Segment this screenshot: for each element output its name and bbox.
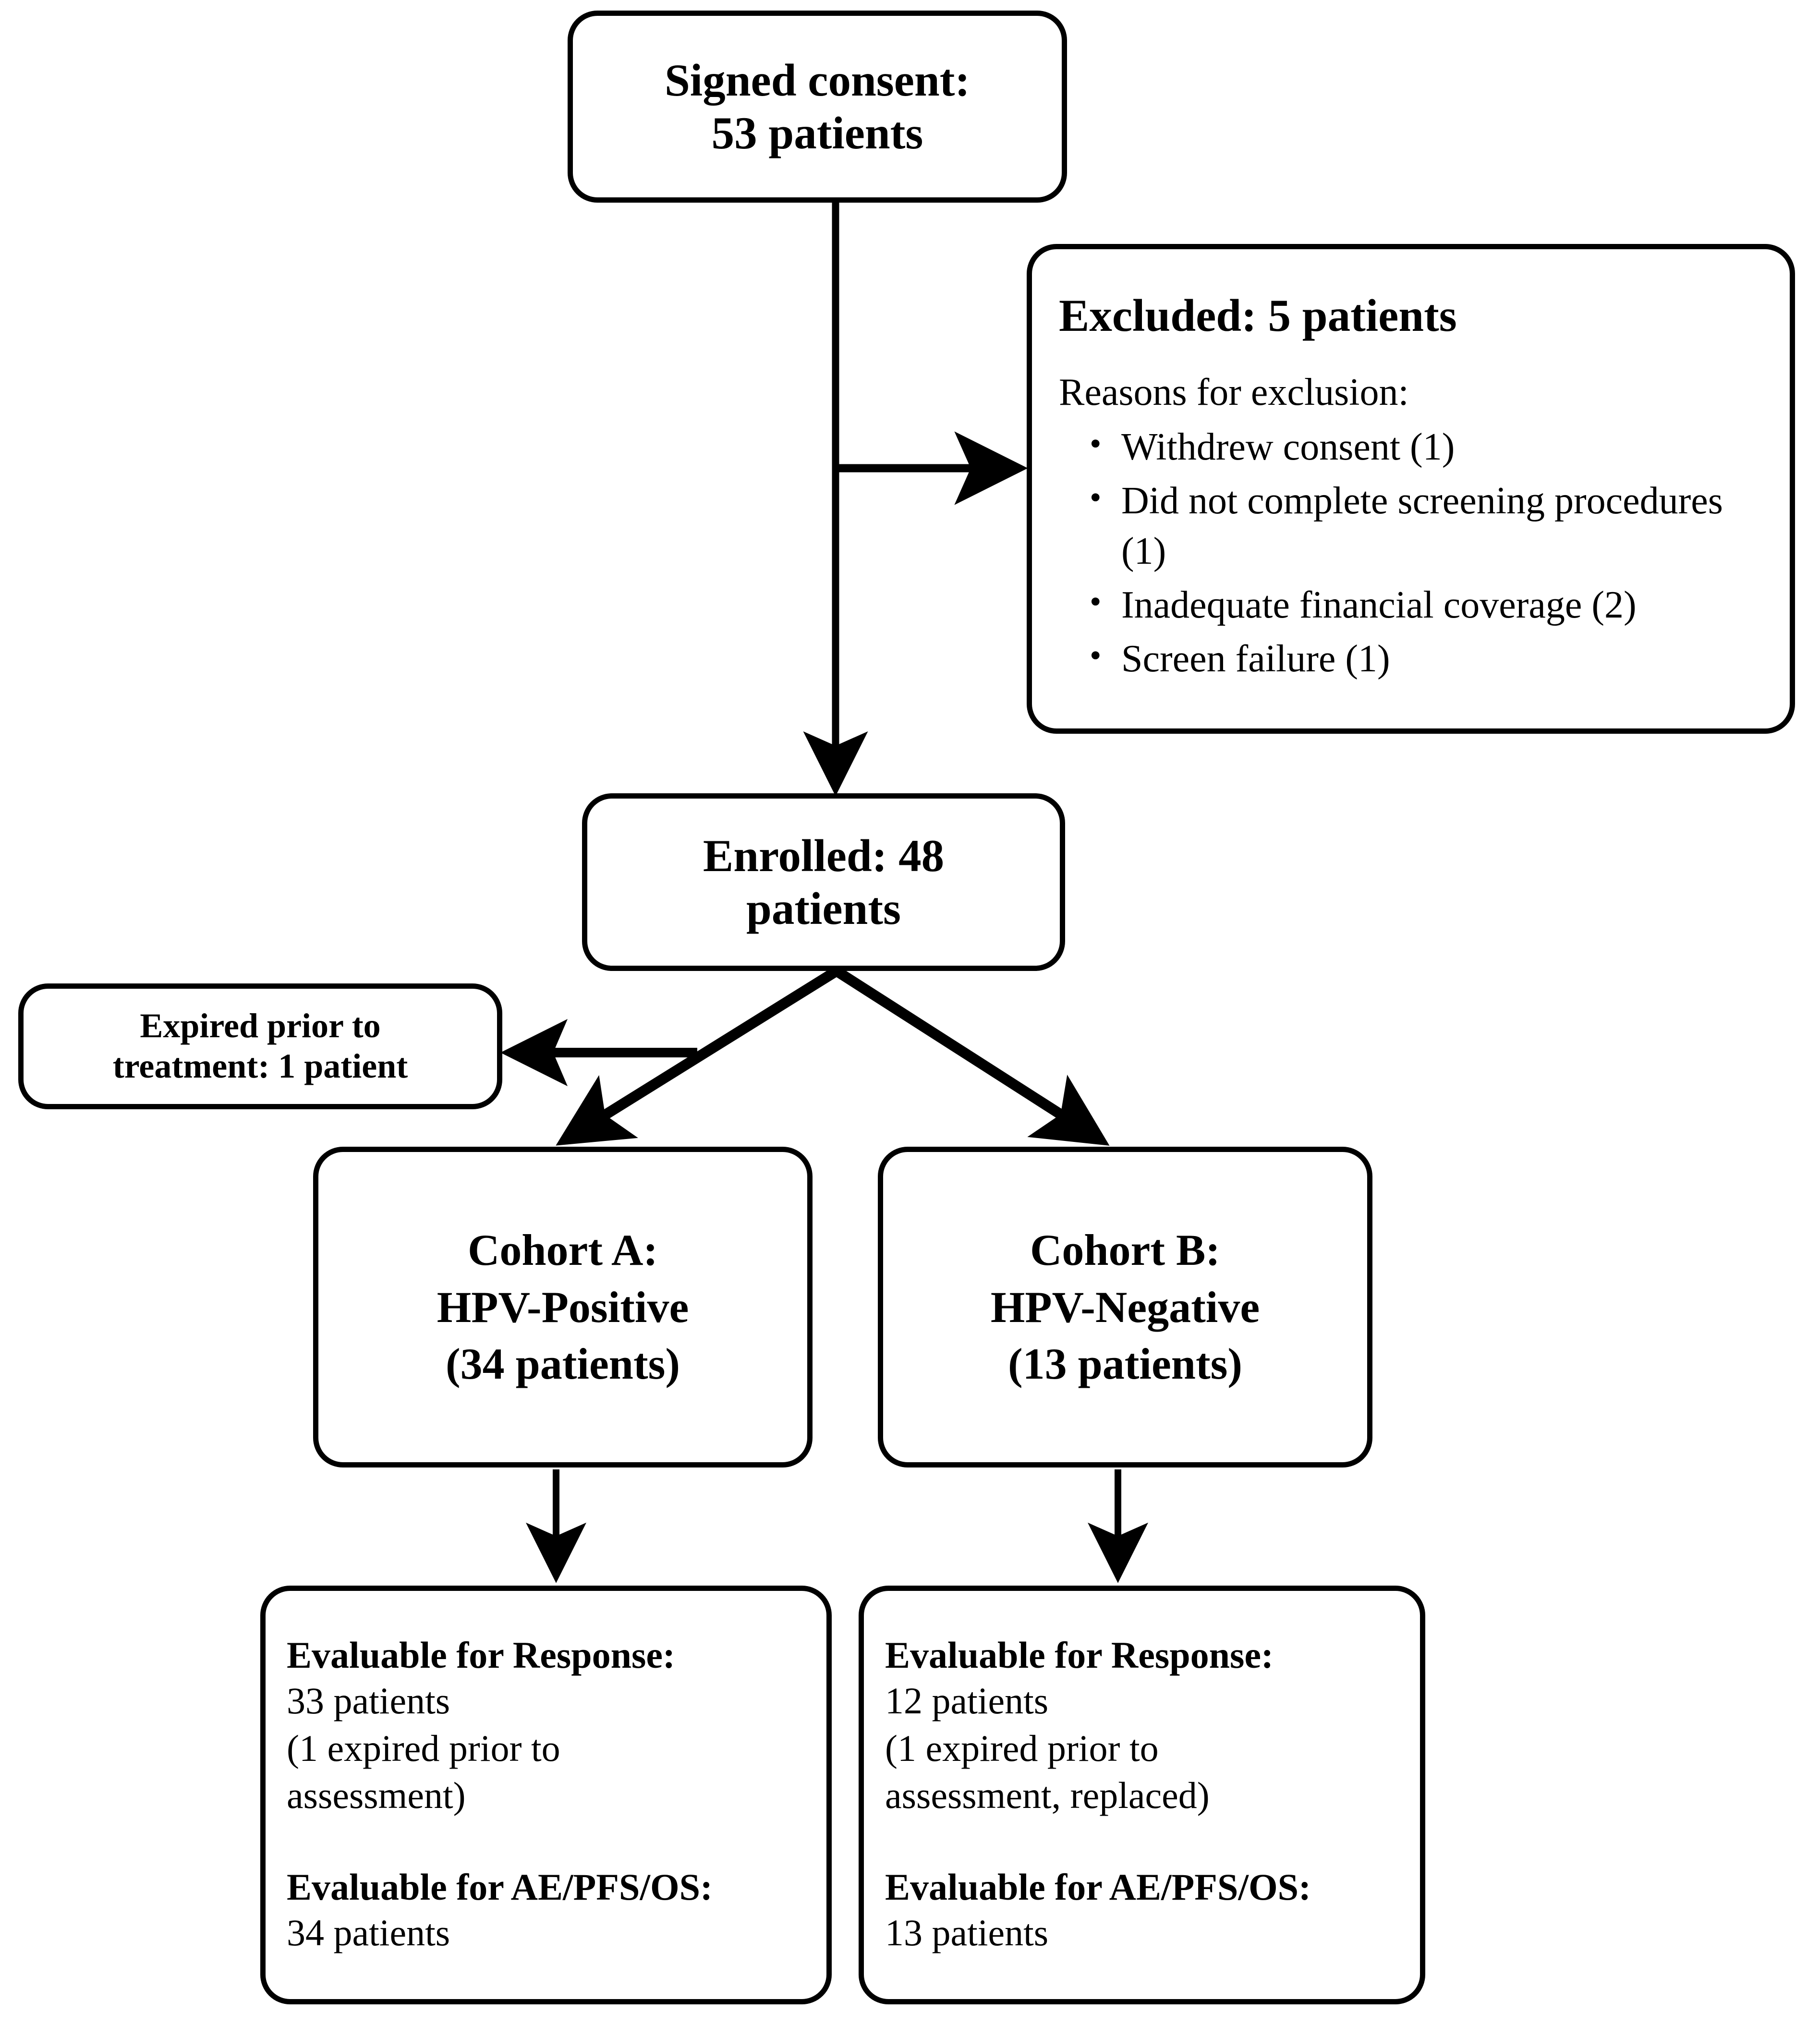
evaluable-b-response-note-line-2: assessment, replaced) <box>885 1774 1210 1816</box>
evaluable-b-response-count: 12 patients <box>885 1680 1049 1722</box>
evaluable-a-ae-header: Evaluable for AE/PFS/OS: <box>287 1866 713 1908</box>
expired-line-2: treatment: 1 patient <box>112 1047 408 1085</box>
evaluable-b-ae-count: 13 patients <box>885 1912 1049 1954</box>
cohort-b-line-1: Cohort B: <box>1030 1225 1221 1274</box>
cohort-a-line-3: (34 patients) <box>445 1339 680 1389</box>
cohort-b-line-3: (13 patients) <box>1007 1339 1243 1389</box>
evaluable-a-response-note-line-1: (1 expired prior to <box>287 1727 560 1769</box>
cohort-a-text: Cohort A: HPV-Positive (34 patients) <box>340 1219 785 1395</box>
node-expired-prior-to-treatment: Expired prior to treatment: 1 patient <box>18 983 502 1109</box>
excluded-subheader: Reasons for exclusion: <box>1059 371 1409 414</box>
node-cohort-b: Cohort B: HPV-Negative (13 patients) <box>878 1147 1372 1467</box>
cohort-b-text: Cohort B: HPV-Negative (13 patients) <box>905 1219 1345 1395</box>
expired-line-1: Expired prior to <box>140 1006 381 1045</box>
evaluable-a-ae-count: 34 patients <box>287 1912 450 1954</box>
evaluable-a-response-count: 33 patients <box>287 1680 450 1722</box>
excluded-header: Excluded: 5 patients <box>1059 290 1457 341</box>
spacer <box>885 1819 1399 1865</box>
node-evaluable-cohort-b: Evaluable for Response: 12 patients (1 e… <box>859 1586 1425 2004</box>
evaluable-b-response-note-line-1: (1 expired prior to <box>885 1727 1159 1769</box>
node-evaluable-cohort-a: Evaluable for Response: 33 patients (1 e… <box>260 1586 832 2004</box>
exclusion-reason-list: Withdrew consent (1) Did not complete sc… <box>1059 422 1763 687</box>
signed-consent-line-2: 53 patients <box>711 108 923 158</box>
connector-enrolled-to-cohort-a <box>556 966 839 1146</box>
node-signed-consent: Signed consent: 53 patients <box>568 11 1067 203</box>
list-item: Screen failure (1) <box>1090 634 1763 685</box>
enrolled-line-2: patients <box>746 883 901 934</box>
evaluable-a-response-note-line-2: assessment) <box>287 1774 466 1816</box>
connector-enrolled-to-cohort-b <box>834 966 1110 1146</box>
evaluable-b-response-header: Evaluable for Response: <box>885 1634 1274 1676</box>
node-cohort-a: Cohort A: HPV-Positive (34 patients) <box>313 1147 813 1467</box>
cohort-a-line-2: HPV-Positive <box>437 1282 689 1332</box>
cohort-a-line-1: Cohort A: <box>467 1225 658 1274</box>
evaluable-a-response-header: Evaluable for Response: <box>287 1634 675 1676</box>
node-enrolled: Enrolled: 48 patients <box>582 793 1065 971</box>
list-item: Withdrew consent (1) <box>1090 422 1763 473</box>
list-item: Inadequate financial coverage (2) <box>1090 580 1763 631</box>
enrolled-line-1: Enrolled: 48 <box>703 830 945 881</box>
node-excluded: Excluded: 5 patients Reasons for exclusi… <box>1027 244 1795 734</box>
cohort-b-line-2: HPV-Negative <box>990 1282 1260 1332</box>
list-item: Did not complete screening procedures (1… <box>1090 476 1763 577</box>
spacer <box>287 1819 805 1865</box>
evaluable-b-ae-header: Evaluable for AE/PFS/OS: <box>885 1866 1311 1908</box>
signed-consent-line-1: Signed consent: <box>664 54 971 106</box>
